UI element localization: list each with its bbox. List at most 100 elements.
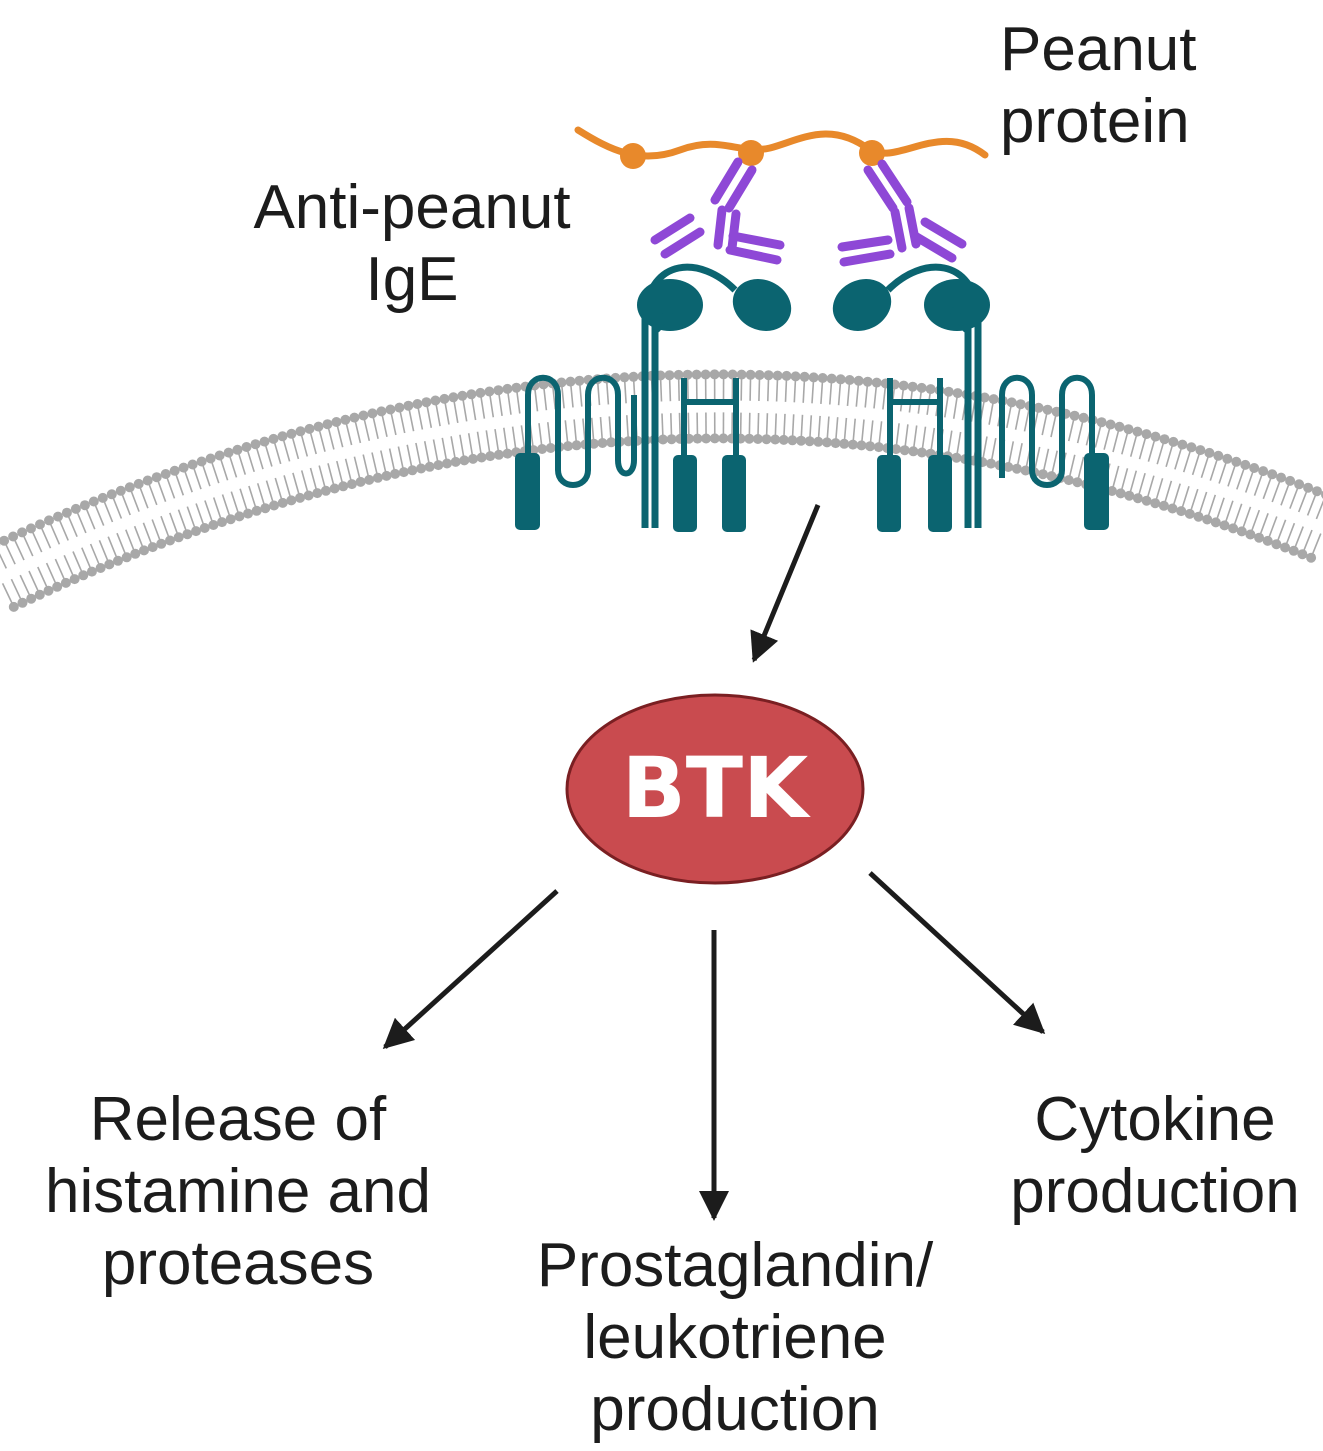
lipid-tail xyxy=(57,516,69,541)
lipid-tail xyxy=(1111,465,1120,492)
lipid-tail xyxy=(668,375,672,402)
lipid-tail xyxy=(125,529,137,555)
lipid-tail xyxy=(441,437,448,464)
lipid-tail xyxy=(687,412,690,439)
lipid-tail xyxy=(1297,487,1309,513)
lipid-tail xyxy=(1306,490,1318,516)
lipid-tail xyxy=(111,494,123,519)
lipid-tail xyxy=(191,464,202,490)
lipid-tail xyxy=(1241,506,1252,532)
lipid-tail xyxy=(1315,500,1323,520)
lipid-tail xyxy=(1033,446,1041,473)
lipid-tail xyxy=(503,427,509,454)
lipid-tail xyxy=(317,426,326,452)
lipid-tail xyxy=(37,566,50,592)
lipid-tail xyxy=(423,441,431,467)
lipid-tail xyxy=(1023,405,1031,432)
lipid-tail xyxy=(308,428,317,455)
lipid-tail xyxy=(336,460,344,487)
label-anti-peanut-ige: Anti-peanut IgE xyxy=(253,173,571,314)
lipid-tail xyxy=(479,392,486,419)
lipid-tail xyxy=(195,503,206,529)
lipid-tail xyxy=(843,417,848,444)
lipid-tail xyxy=(800,414,804,441)
lipid-tail xyxy=(1147,436,1157,462)
lipid-tail xyxy=(1050,411,1058,438)
lipid-tail xyxy=(28,570,41,596)
lipid-tail xyxy=(30,528,43,553)
lipid-tail xyxy=(748,412,751,439)
lipid-tail xyxy=(1041,409,1049,436)
lipid-tail xyxy=(990,437,997,464)
lipid-tail xyxy=(1253,470,1264,496)
lipid-tail xyxy=(808,415,813,442)
lipid-tail xyxy=(236,449,247,475)
lipid-tail xyxy=(1103,424,1112,450)
lipid-tail xyxy=(791,414,795,441)
ige-antibody-left xyxy=(650,157,785,265)
lipid-tail xyxy=(988,398,995,425)
lipid-tail xyxy=(903,424,909,451)
lipid-tail xyxy=(758,374,761,402)
lipid-tail xyxy=(582,418,587,445)
lipid-tail xyxy=(461,395,468,422)
lipid-tail xyxy=(72,551,85,576)
lipid-tail xyxy=(1227,461,1238,487)
lipid-tail xyxy=(84,504,96,530)
lipid-tail xyxy=(415,442,422,469)
lipid-tail xyxy=(1232,503,1243,529)
lipid-tail xyxy=(784,375,788,402)
lipid-tail xyxy=(1180,486,1190,512)
label-histamine-release: Release of histamine and proteases xyxy=(44,1085,432,1298)
lipid-tail xyxy=(899,385,905,412)
lipid-tail xyxy=(19,574,32,600)
cell-membrane xyxy=(0,369,1323,612)
lipid-tail xyxy=(459,434,466,461)
fc-receptor-left xyxy=(515,263,792,532)
lipid-tail xyxy=(895,423,900,450)
lipid-tail xyxy=(186,506,197,532)
lipid-tail xyxy=(1094,422,1103,448)
lipid-tail xyxy=(855,380,860,407)
lipid-tail xyxy=(1310,533,1322,558)
lipid-tail xyxy=(921,426,927,453)
lipid-tail xyxy=(177,509,189,535)
lipid-tail xyxy=(467,433,474,460)
lipid-tail xyxy=(952,392,959,419)
lipid-tail xyxy=(1121,428,1130,455)
lipid-tail xyxy=(230,491,241,517)
lipid-tail xyxy=(380,450,388,477)
lipid-tail xyxy=(204,500,215,526)
lipid-head xyxy=(250,439,261,450)
lipid-tail xyxy=(470,394,477,421)
lipid-tail xyxy=(538,423,543,450)
lipid-tail xyxy=(1154,478,1164,504)
lipid-tail xyxy=(0,553,8,569)
arrow-btk-to-cytokine xyxy=(868,871,1046,1035)
lipid-tail xyxy=(520,425,526,452)
lipid-tail xyxy=(1137,472,1146,499)
lipid-tail xyxy=(256,483,267,509)
lipid-tail xyxy=(1223,500,1234,526)
lipid-tail xyxy=(182,467,193,493)
lipid-tail xyxy=(133,525,145,551)
lipid-tail xyxy=(864,381,869,408)
lipid-tail xyxy=(1191,449,1202,476)
lipid-tail xyxy=(1138,433,1148,460)
lipid-tail xyxy=(826,416,830,443)
lipid-tail xyxy=(129,487,140,512)
lipid-tail xyxy=(955,431,962,458)
lipid-tail xyxy=(432,439,440,466)
lipid-tail xyxy=(120,490,131,516)
lipid-tail xyxy=(98,539,111,565)
lipid-tail xyxy=(1076,417,1085,444)
lipid-tail xyxy=(775,375,779,402)
lipid-tail xyxy=(450,436,457,463)
lipid-tail xyxy=(416,403,424,430)
lipid-tail xyxy=(335,421,344,448)
lipid-tail xyxy=(547,422,552,449)
lipid-tail xyxy=(944,391,950,418)
lipid-tail xyxy=(151,519,163,545)
lipid-tail xyxy=(173,470,185,496)
lipid-tail xyxy=(506,388,512,415)
